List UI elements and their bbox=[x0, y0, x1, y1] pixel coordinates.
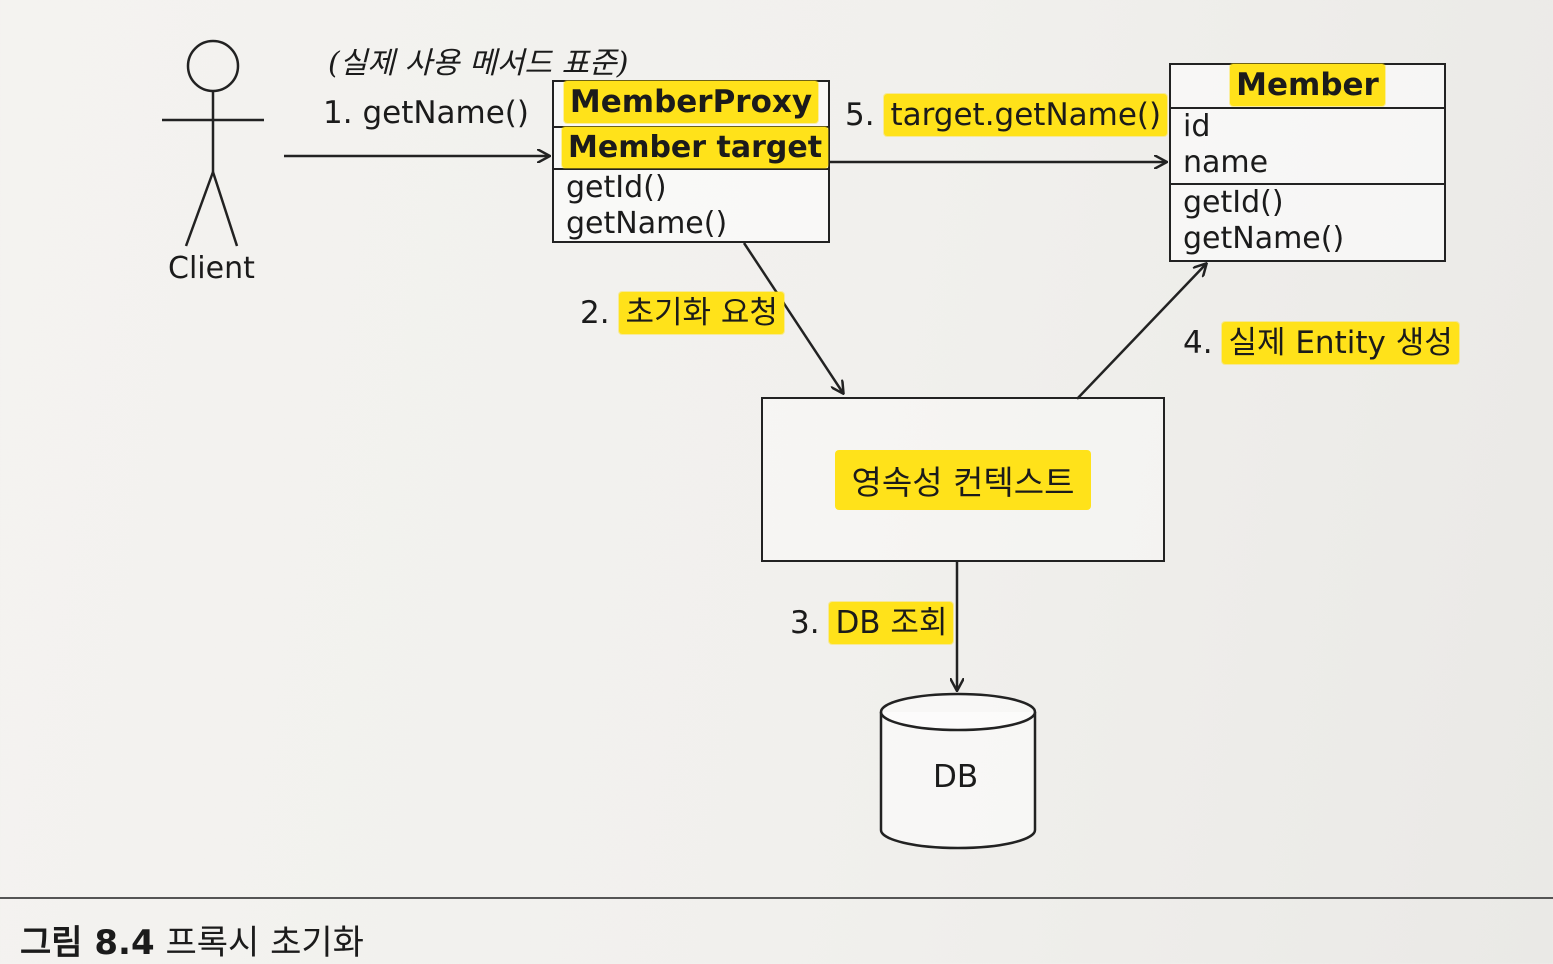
step-5-text: target.getName() bbox=[884, 94, 1168, 136]
member-field: id bbox=[1183, 109, 1211, 144]
member-proxy-methods-section: getId() getName() bbox=[554, 170, 828, 242]
member-methods-section: getId() getName() bbox=[1171, 185, 1444, 257]
member-title-section: Member bbox=[1171, 64, 1444, 109]
figure-caption: 그림 8.4 프록시 초기화 bbox=[20, 915, 364, 964]
arrow-step-2 bbox=[742, 242, 843, 393]
member-class: Member id name getId() getName() bbox=[1169, 63, 1446, 262]
step-5-label: 5. target.getName() bbox=[845, 94, 1168, 136]
member-proxy-field-section: Member target bbox=[554, 127, 829, 170]
client-actor-icon bbox=[162, 39, 264, 247]
step-1-text: getName() bbox=[362, 95, 529, 131]
member-method: getId() bbox=[1183, 185, 1284, 220]
member-proxy-title-section: MemberProxy bbox=[554, 81, 828, 128]
member-proxy-title: MemberProxy bbox=[563, 81, 819, 123]
step-3-label: 3. DB 조회 bbox=[790, 602, 954, 644]
step-1-label: 1. getName() bbox=[323, 98, 529, 129]
step-2-number: 2. bbox=[580, 295, 610, 331]
step-4-label: 4. 실제 Entity 생성 bbox=[1183, 322, 1459, 364]
member-proxy-class: MemberProxy Member target getId() getNam… bbox=[552, 80, 830, 243]
step-4-number: 4. bbox=[1183, 325, 1213, 361]
member-fields-section: id name bbox=[1171, 109, 1444, 185]
member-field: name bbox=[1183, 145, 1269, 180]
member-method: getName() bbox=[1183, 221, 1345, 256]
figure-title: 프록시 초기화 bbox=[165, 923, 364, 963]
step-1-number: 1. bbox=[323, 95, 353, 131]
member-proxy-method: getId() bbox=[566, 170, 667, 205]
member-title: Member bbox=[1230, 64, 1385, 106]
caption-divider bbox=[0, 897, 1553, 899]
step-2-label: 2. 초기화 요청 bbox=[580, 292, 784, 334]
step-4-text: 실제 Entity 생성 bbox=[1222, 322, 1459, 364]
handwritten-note: (실제 사용 메서드 표준) bbox=[328, 46, 629, 81]
step-3-number: 3. bbox=[790, 605, 820, 641]
step-2-text: 초기화 요청 bbox=[619, 292, 784, 334]
persistence-context-box: 영속성 컨텍스트 bbox=[761, 397, 1165, 562]
member-proxy-method: getName() bbox=[566, 206, 728, 241]
figure-number: 그림 8.4 bbox=[20, 923, 155, 963]
member-proxy-target-field: Member target bbox=[562, 127, 829, 168]
step-3-text: DB 조회 bbox=[829, 602, 954, 644]
arrow-step-4 bbox=[1076, 264, 1206, 400]
step-5-number: 5. bbox=[845, 97, 875, 133]
database-cylinder-icon bbox=[879, 692, 1037, 850]
db-label: DB bbox=[933, 759, 979, 795]
client-label: Client bbox=[168, 251, 255, 286]
persistence-context-label: 영속성 컨텍스트 bbox=[835, 449, 1091, 510]
